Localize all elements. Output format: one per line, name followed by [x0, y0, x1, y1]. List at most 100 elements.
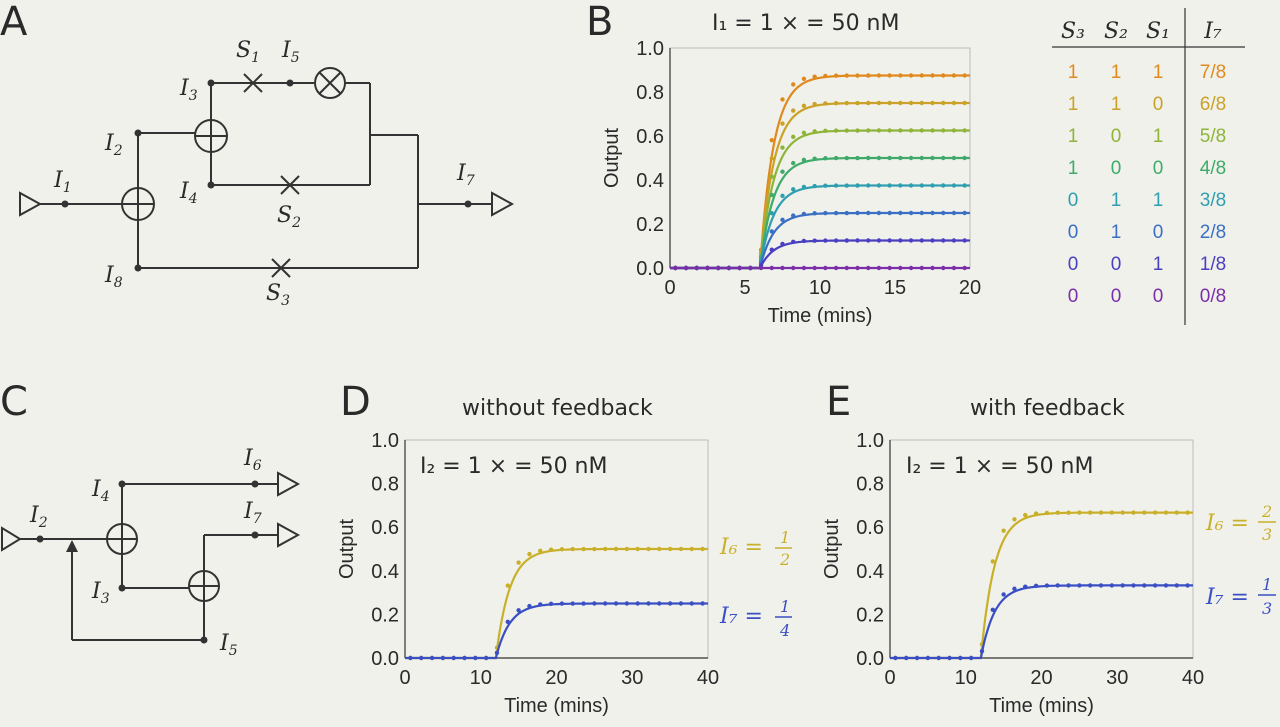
svg-text:I₆ =: I₆ = — [719, 535, 763, 560]
svg-text:3: 3 — [1262, 599, 1272, 618]
data-point — [876, 183, 882, 188]
data-point — [904, 655, 909, 661]
data-point — [1098, 583, 1104, 588]
table-cell: 1 — [1068, 94, 1079, 115]
data-point — [951, 155, 957, 161]
data-point — [823, 210, 828, 216]
output-triangle-icon — [277, 522, 301, 548]
data-point — [1023, 584, 1028, 589]
data-point — [962, 265, 967, 271]
data-point — [1044, 583, 1050, 588]
table-cell: 0 — [1153, 94, 1164, 115]
data-point — [1142, 510, 1147, 515]
data-point — [716, 265, 721, 271]
y-tick-label: 0.6 — [636, 126, 664, 148]
table-header-cell: S₂ — [1104, 19, 1128, 44]
data-point — [930, 238, 935, 243]
label-d-i6: I₆ = 1 2 — [719, 528, 792, 569]
data-point — [613, 601, 619, 606]
data-point — [408, 655, 413, 661]
data-point — [887, 210, 892, 216]
table-cell: 1 — [1153, 126, 1164, 147]
panel-letter-b: B — [586, 0, 613, 45]
data-point — [812, 211, 817, 216]
data-point — [419, 655, 424, 661]
label-e-i7: I₇ = 1 3 — [1205, 575, 1276, 618]
table-cell: 0 — [1068, 286, 1079, 307]
data-point — [812, 265, 817, 271]
label-s1: S1 — [236, 38, 260, 66]
data-point — [951, 183, 957, 188]
data-point — [919, 238, 924, 243]
annotation-d: I₂ = 1 × = 50 nM — [420, 454, 607, 479]
table-cell: 4/8 — [1200, 158, 1226, 179]
table-cell: 1 — [1111, 94, 1122, 115]
data-point — [855, 155, 860, 161]
data-point — [930, 155, 935, 161]
data-point — [919, 73, 924, 78]
data-point — [844, 73, 849, 78]
data-point — [538, 602, 543, 607]
data-point — [962, 238, 967, 243]
data-point — [1077, 510, 1082, 515]
data-point — [801, 211, 807, 217]
data-point — [769, 174, 774, 179]
data-point — [1131, 510, 1136, 515]
data-point — [887, 128, 892, 133]
data-point — [791, 265, 796, 271]
data-point — [823, 265, 828, 271]
table-cell: 1 — [1111, 190, 1122, 211]
data-point — [505, 583, 511, 588]
label-i3: I3 — [179, 76, 198, 104]
data-point — [592, 546, 597, 552]
data-point — [887, 155, 892, 161]
table-cell: 1 — [1153, 254, 1164, 275]
data-point — [1066, 583, 1071, 588]
data-point — [1174, 510, 1179, 515]
data-point — [951, 265, 957, 271]
data-point — [951, 128, 957, 133]
x-tick-label: 0 — [399, 667, 410, 689]
data-point — [1087, 583, 1093, 588]
data-point — [908, 210, 914, 216]
data-point — [876, 155, 882, 161]
data-point — [635, 546, 640, 552]
data-point — [1001, 528, 1006, 533]
x-tick-label: 10 — [470, 667, 492, 689]
data-point — [930, 128, 935, 133]
data-point — [833, 265, 839, 271]
label-i2: I2 — [104, 131, 123, 159]
data-point — [855, 238, 860, 243]
data-point — [855, 210, 860, 216]
data-point — [930, 210, 935, 216]
data-point — [990, 559, 996, 564]
data-point — [833, 73, 839, 78]
data-point — [823, 73, 828, 79]
data-point — [823, 101, 828, 106]
series-line — [670, 239, 970, 270]
data-point — [866, 183, 871, 188]
data-point — [951, 238, 957, 243]
data-point — [516, 560, 521, 565]
y-tick-label: 0.2 — [636, 214, 664, 236]
data-point — [962, 128, 967, 133]
data-point — [855, 73, 860, 78]
data-point — [866, 128, 871, 133]
data-point — [700, 601, 705, 606]
data-point — [624, 546, 630, 552]
y-axis-label: Output — [601, 128, 623, 188]
data-point — [769, 229, 774, 234]
data-point — [866, 100, 871, 106]
data-point — [844, 183, 849, 188]
data-point — [962, 100, 967, 106]
svg-text:1: 1 — [1262, 575, 1272, 594]
data-point — [791, 160, 796, 166]
data-point — [1012, 517, 1017, 522]
table-cell: 6/8 — [1200, 94, 1226, 115]
input-triangle-icon — [0, 526, 22, 552]
data-point — [823, 183, 828, 188]
switch-s3-icon — [271, 258, 291, 278]
chart-title-b: I₁ = 1 × = 50 nM — [712, 11, 899, 36]
data-point — [887, 265, 892, 271]
